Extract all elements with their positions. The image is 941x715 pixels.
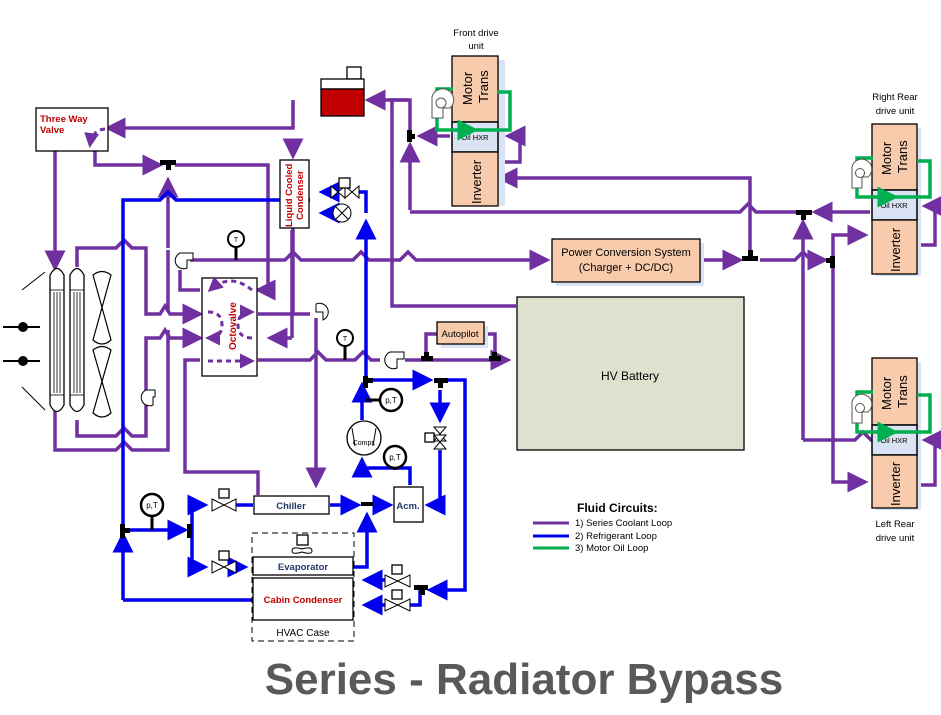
three-way-valve-label-1: Three Way bbox=[40, 114, 88, 125]
compressor: Compr. bbox=[346, 420, 382, 456]
liquid-cooled-condenser: Liquid Cooled Condenser bbox=[279, 159, 310, 229]
temp-sensor-label: T bbox=[234, 237, 239, 244]
three-way-valve-label-2: Valve bbox=[40, 125, 64, 136]
legend: Fluid Circuits: 1) Series Coolant Loop 2… bbox=[533, 501, 672, 554]
hvac-case: Evaporator Cabin Condenser HVAC Case bbox=[251, 532, 355, 642]
drive-unit-label: Left Rear bbox=[875, 519, 914, 530]
coolant-pump-left bbox=[140, 389, 156, 407]
temp-sensor-label: T bbox=[343, 336, 348, 343]
drive-unit-label: Right Rear bbox=[872, 92, 917, 103]
autopilot-label: Autopilot bbox=[442, 329, 479, 340]
hv-battery: HV Battery bbox=[516, 296, 745, 451]
expansion-valve-lcc[interactable] bbox=[330, 177, 360, 200]
motor-label: Motor bbox=[879, 376, 894, 410]
pt-sensor-left: p,T bbox=[139, 492, 165, 530]
pt-sensor-label: p,T bbox=[389, 453, 401, 462]
inverter-label: Inverter bbox=[888, 461, 903, 506]
pcs-label-2: (Charger + DC/DC) bbox=[579, 262, 673, 274]
lcc-label-2: Condenser bbox=[295, 170, 306, 220]
legend-item: 1) Series Coolant Loop bbox=[575, 518, 672, 529]
coolant-pump-top bbox=[174, 252, 194, 270]
pt-sensor-accumulator: p,T bbox=[382, 444, 408, 470]
valve-cabin-condenser-upper[interactable] bbox=[384, 564, 411, 588]
pt-sensor-label: p,T bbox=[146, 501, 158, 510]
lcc-label-1: Liquid Cooled bbox=[284, 163, 295, 227]
oil-hxr-label: Oil HXR bbox=[461, 133, 489, 142]
legend-item: 3) Motor Oil Loop bbox=[575, 543, 648, 554]
tee-junctions bbox=[120, 130, 835, 595]
legend-title: Fluid Circuits: bbox=[577, 501, 658, 515]
expansion-valve-chiller[interactable] bbox=[211, 488, 237, 512]
motor-label: Motor bbox=[460, 71, 475, 105]
trans-label: Trans bbox=[476, 70, 491, 103]
oil-pump-icon bbox=[851, 158, 873, 189]
hvac-case-label: HVAC Case bbox=[276, 628, 330, 639]
motor-label: Motor bbox=[879, 141, 894, 175]
oil-pump-icon bbox=[431, 88, 455, 119]
drive-unit-label: drive unit bbox=[876, 106, 915, 117]
front-drive-unit: Front drive unit Motor Trans Oil HXR Inv… bbox=[431, 28, 512, 207]
left-rear-drive-unit: Motor Trans Oil HXR Inverter Left Rear d… bbox=[851, 357, 932, 544]
trans-label: Trans bbox=[895, 375, 910, 408]
drive-unit-label: unit bbox=[468, 41, 484, 52]
octovalve[interactable]: Octovalve bbox=[201, 276, 258, 377]
chiller: Chiller bbox=[253, 495, 330, 515]
temp-sensor-mid: T bbox=[336, 329, 354, 360]
radiator bbox=[3, 267, 85, 413]
power-conversion-system: Power Conversion System (Charger + DC/DC… bbox=[551, 238, 704, 286]
expansion-valve-evaporator[interactable] bbox=[211, 550, 237, 574]
diagram-title: Series - Radiator Bypass bbox=[265, 655, 783, 704]
hv-battery-label: HV Battery bbox=[601, 369, 659, 383]
legend-item: 2) Refrigerant Loop bbox=[575, 531, 657, 542]
inverter-label: Inverter bbox=[888, 227, 903, 272]
valve-cabin-condenser-lower[interactable] bbox=[384, 589, 411, 612]
oil-hxr-label: Oil HXR bbox=[880, 436, 908, 445]
three-way-valve[interactable]: Three Way Valve bbox=[35, 107, 109, 152]
trans-label: Trans bbox=[895, 140, 910, 173]
coolant-reservoir bbox=[320, 66, 365, 117]
coolant-pump-battery bbox=[384, 351, 405, 370]
expansion-valve-accumulator[interactable] bbox=[424, 426, 448, 450]
octovalve-label: Octovalve bbox=[228, 302, 239, 350]
pcs-label-1: Power Conversion System bbox=[561, 247, 691, 259]
compressor-label: Compr. bbox=[353, 440, 376, 447]
right-rear-drive-unit: Right Rear drive unit Motor Trans Oil HX… bbox=[851, 92, 932, 276]
coolant-pump-mid bbox=[315, 302, 329, 321]
oil-pump-icon bbox=[851, 393, 873, 424]
shutoff-valve-lcc[interactable] bbox=[332, 203, 352, 223]
evaporator-label: Evaporator bbox=[278, 562, 328, 573]
inverter-label: Inverter bbox=[469, 159, 484, 204]
pt-sensor-compressor-out: p,T bbox=[366, 387, 404, 413]
temp-sensor-top: T bbox=[227, 230, 245, 260]
radiator-fans bbox=[92, 270, 112, 418]
accumulator-label: Acm. bbox=[396, 501, 419, 512]
oil-hxr-label: Oil HXR bbox=[880, 201, 908, 210]
drive-unit-label: drive unit bbox=[876, 533, 915, 544]
accumulator: Acm. bbox=[393, 486, 424, 523]
drive-unit-label: Front drive bbox=[453, 28, 498, 39]
pt-sensor-label: p,T bbox=[385, 396, 397, 405]
cabin-condenser-label: Cabin Condenser bbox=[264, 595, 343, 606]
autopilot: Autopilot bbox=[436, 321, 488, 348]
chiller-label: Chiller bbox=[276, 501, 306, 512]
